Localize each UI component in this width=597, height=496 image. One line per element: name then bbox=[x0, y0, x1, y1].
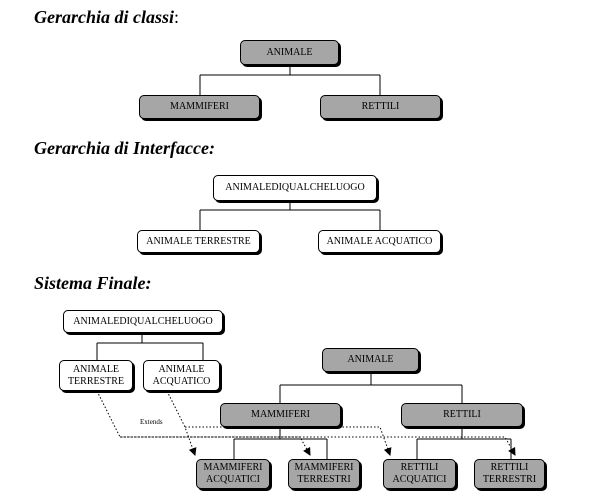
interface-animale-acquatico: ANIMALE ACQUATICO bbox=[318, 230, 441, 253]
final-class-animale: ANIMALE bbox=[322, 348, 419, 372]
heading-interface-hierarchy: Gerarchia di Interfacce: bbox=[34, 138, 215, 158]
final-class-mammiferi: MAMMIFERI bbox=[220, 403, 341, 427]
interface-animale-terrestre: ANIMALE TERRESTRE bbox=[137, 230, 260, 253]
interface-animalediqualcheluogo: ANIMALEDIQUALCHELUOGO bbox=[213, 175, 377, 201]
interface-tree-connector bbox=[199, 201, 381, 230]
rettili-children-connector bbox=[416, 427, 512, 459]
extends-label: Extends bbox=[140, 418, 163, 426]
extends-line-acquatico-b bbox=[185, 426, 392, 456]
final-class-rettili: RETTILI bbox=[401, 403, 523, 427]
class-mammiferi: MAMMIFERI bbox=[139, 95, 260, 119]
heading-final-system: Sistema Finale: bbox=[34, 273, 152, 293]
heading-class-hierarchy: Gerarchia di classi: bbox=[34, 7, 180, 27]
class-animale: ANIMALE bbox=[240, 40, 339, 65]
final-interface-connector bbox=[96, 333, 204, 360]
extends-line-acquatico bbox=[166, 390, 197, 456]
extends-line-terrestre-b bbox=[120, 436, 311, 456]
extends-line-terrestre bbox=[96, 390, 516, 456]
final-interface-animalediqualcheluogo: ANIMALEDIQUALCHELUOGO bbox=[63, 310, 223, 333]
final-class-connector bbox=[279, 372, 463, 403]
class-rettili: RETTILI bbox=[320, 95, 441, 119]
mammiferi-children-connector bbox=[233, 427, 328, 459]
class-tree-connector bbox=[199, 65, 381, 95]
